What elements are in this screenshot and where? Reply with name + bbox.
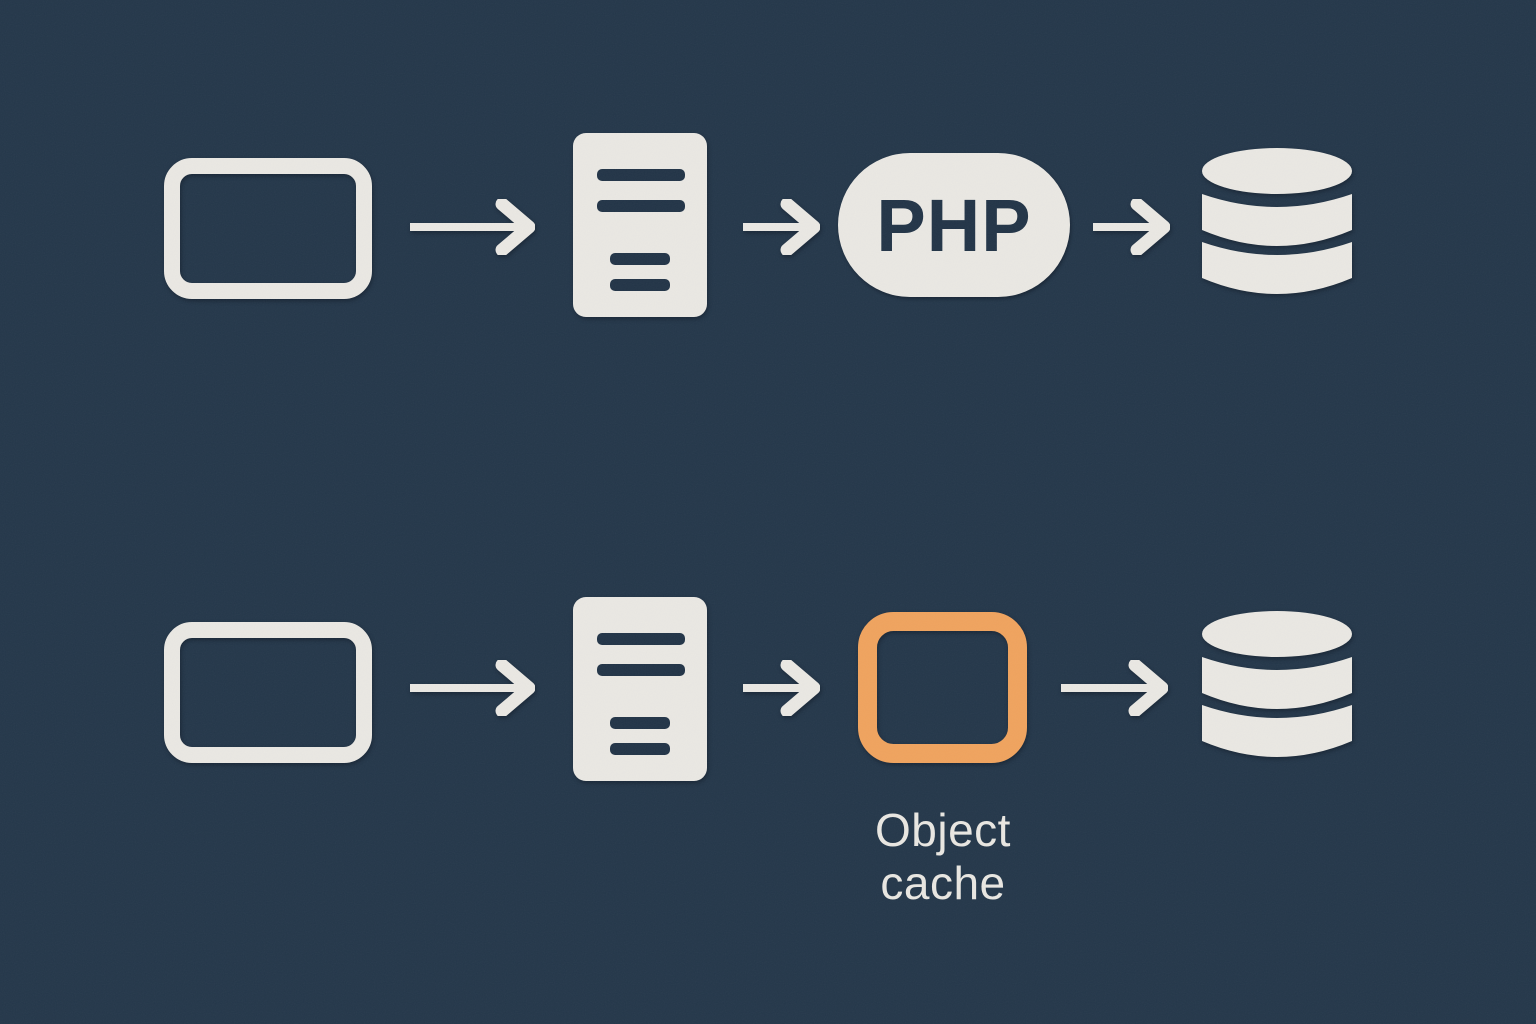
browser-window-icon — [164, 158, 372, 299]
php-label: PHP — [876, 183, 1032, 267]
request-document-icon — [573, 597, 707, 781]
arrow-right-icon — [410, 660, 535, 716]
arrow-right-icon — [1061, 660, 1168, 716]
database-icon — [1202, 611, 1352, 757]
arrow-right-icon — [743, 199, 820, 255]
arrow-right-icon — [410, 199, 535, 255]
arrow-right-icon — [743, 660, 820, 716]
database-icon — [1202, 148, 1352, 294]
arrow-right-icon — [1093, 199, 1170, 255]
object-cache-box — [858, 612, 1027, 763]
request-document-icon — [573, 133, 707, 317]
browser-window-icon — [164, 622, 372, 763]
php-runtime-pill: PHP — [838, 153, 1070, 297]
object-cache-caption: Object cache — [875, 804, 1011, 910]
